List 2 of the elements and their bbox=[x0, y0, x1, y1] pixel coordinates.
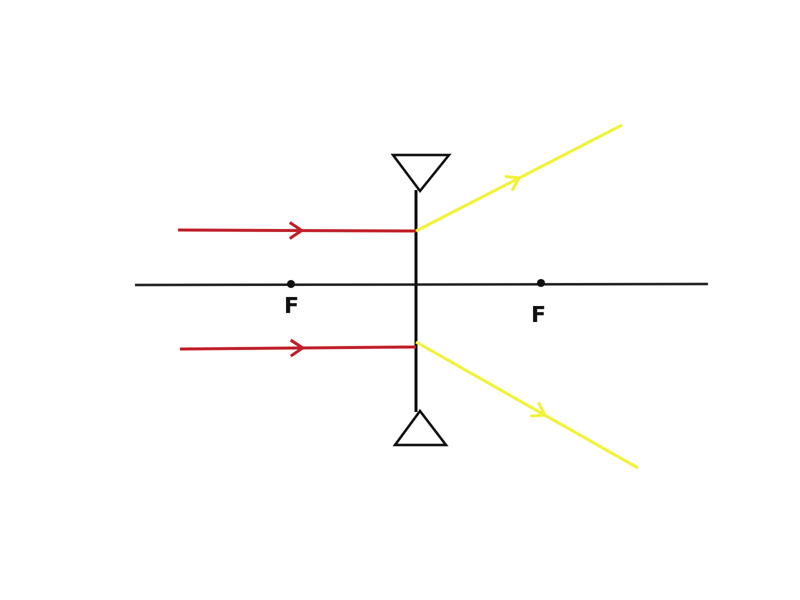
focal-point-label: F bbox=[284, 296, 300, 318]
focal-point-label: F bbox=[531, 305, 546, 327]
